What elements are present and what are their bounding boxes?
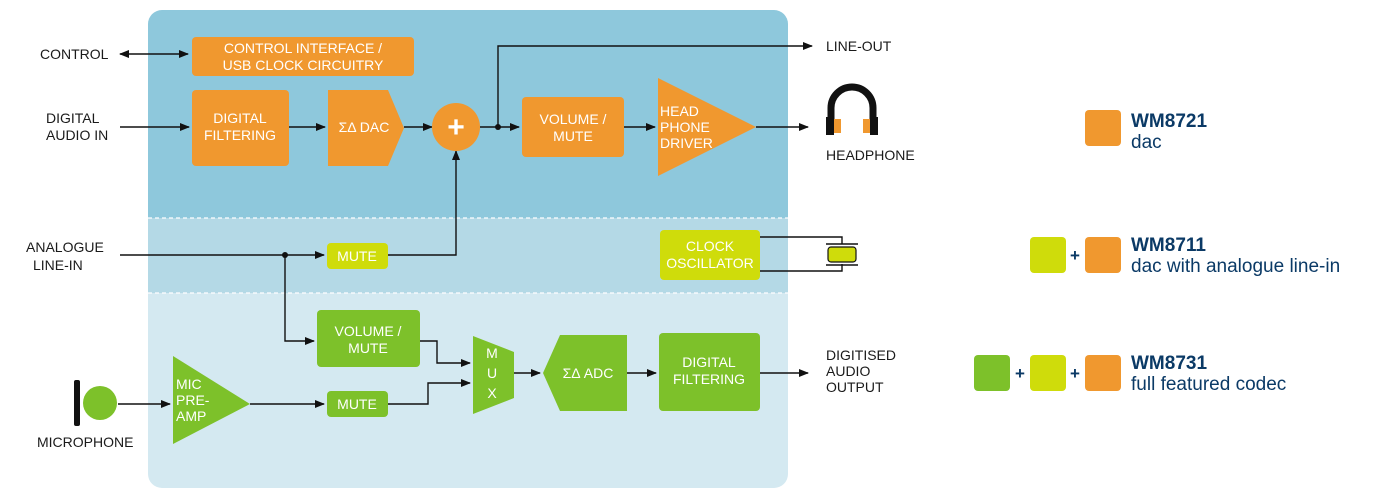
digital-filtering-adc-line2: FILTERING xyxy=(673,371,745,387)
volume-mute-adc-block xyxy=(317,310,420,367)
legend-subtitle: full featured codec xyxy=(1131,374,1286,395)
analogue-line-in-line2: LINE-IN xyxy=(33,257,83,273)
legend-swatch-yellow xyxy=(1030,355,1066,391)
headphone-driver-line1: HEAD xyxy=(660,103,699,119)
wire xyxy=(420,340,471,367)
sigma-delta-dac-label: ΣΔ DAC xyxy=(339,119,390,135)
clock-oscillator-line2: OSCILLATOR xyxy=(666,255,753,271)
clock-oscillator-block xyxy=(660,230,760,280)
digital-filtering-dac-block xyxy=(192,90,289,166)
legend-subtitle: dac xyxy=(1131,132,1162,153)
crystal-wire xyxy=(760,264,843,272)
legend: WM8721 dac + WM8711 dac with analogue li… xyxy=(974,110,1340,395)
volume-mute-dac-line2: MUTE xyxy=(553,128,593,144)
digital-filtering-dac-line1: DIGITAL xyxy=(213,110,267,126)
digitised-output-line1: DIGITISED xyxy=(826,347,896,363)
mux-block xyxy=(473,336,514,414)
legend-swatch-orange xyxy=(1085,110,1121,146)
line-out-label: LINE-OUT xyxy=(826,38,892,54)
control-interface-block xyxy=(192,37,414,76)
legend-item-wm8721: WM8721 dac xyxy=(1085,110,1207,153)
digital-filtering-dac-line2: FILTERING xyxy=(204,127,276,143)
wire xyxy=(388,150,460,256)
volume-mute-dac-block xyxy=(522,97,624,157)
digitised-output-line3: OUTPUT xyxy=(826,379,884,395)
headphone-driver-line3: DRIVER xyxy=(660,135,713,151)
mic-preamp-block xyxy=(173,356,250,444)
wire xyxy=(388,379,471,405)
headphone-label: HEADPHONE xyxy=(826,147,915,163)
headphone-icon xyxy=(826,83,878,135)
legend-swatch-orange xyxy=(1085,237,1121,273)
legend-plus: + xyxy=(1070,364,1080,383)
legend-title: WM8711 xyxy=(1131,235,1206,256)
mic-preamp-line2: PRE- xyxy=(176,392,210,408)
digital-filtering-adc-line1: DIGITAL xyxy=(682,354,736,370)
volume-mute-adc-line2: MUTE xyxy=(348,340,388,356)
volume-mute-dac-line1: VOLUME / xyxy=(540,111,607,127)
mic-preamp-line3: AMP xyxy=(176,408,206,424)
legend-subtitle: dac with analogue line-in xyxy=(1131,256,1340,277)
sigma-delta-adc-block xyxy=(543,335,627,411)
legend-plus: + xyxy=(1015,364,1025,383)
digital-filtering-adc-block xyxy=(659,333,760,411)
mute-mic-label: MUTE xyxy=(337,396,377,412)
crystal-wire xyxy=(760,236,843,244)
mute-linein-label: MUTE xyxy=(337,248,377,264)
legend-plus: + xyxy=(1070,246,1080,265)
crystal-icon xyxy=(826,243,858,266)
headphone-driver-block xyxy=(658,78,756,176)
line-out-wire xyxy=(497,42,813,127)
mux-letter-u: U xyxy=(487,365,497,381)
mute-linein-block xyxy=(327,243,388,269)
control-label: CONTROL xyxy=(40,46,109,62)
digital-audio-in-line2: AUDIO IN xyxy=(46,127,108,143)
mux-letter-x: X xyxy=(487,385,497,401)
mute-mic-block xyxy=(327,391,388,417)
mux-letter-m: M xyxy=(486,345,498,361)
digital-audio-in-line1: DIGITAL xyxy=(46,110,100,126)
analogue-line-in-line1: ANALOGUE xyxy=(26,239,104,255)
legend-title: WM8721 xyxy=(1131,111,1207,132)
clock-oscillator-line1: CLOCK xyxy=(686,238,735,254)
mic-preamp-line1: MIC xyxy=(176,376,202,392)
legend-swatch-green xyxy=(974,355,1010,391)
legend-item-wm8711: + WM8711 dac with analogue line-in xyxy=(1030,235,1340,277)
volume-mute-adc-line1: VOLUME / xyxy=(335,323,402,339)
legend-swatch-orange xyxy=(1085,355,1121,391)
summer-symbol: + xyxy=(447,111,465,144)
summer-circle xyxy=(432,103,480,151)
microphone-label: MICROPHONE xyxy=(37,434,133,450)
headphone-driver-line2: PHONE xyxy=(660,119,710,135)
control-interface-line1: CONTROL INTERFACE / xyxy=(224,40,382,56)
sigma-delta-dac-block xyxy=(328,90,404,166)
microphone-icon xyxy=(74,380,117,426)
sigma-delta-adc-label: ΣΔ ADC xyxy=(563,365,614,381)
wire xyxy=(284,255,315,345)
legend-swatch-yellow xyxy=(1030,237,1066,273)
control-interface-line2: USB CLOCK CIRCUITRY xyxy=(223,57,384,73)
legend-item-wm8731: + + WM8731 full featured codec xyxy=(974,353,1286,395)
legend-title: WM8731 xyxy=(1131,353,1207,374)
digitised-output-line2: AUDIO xyxy=(826,363,870,379)
